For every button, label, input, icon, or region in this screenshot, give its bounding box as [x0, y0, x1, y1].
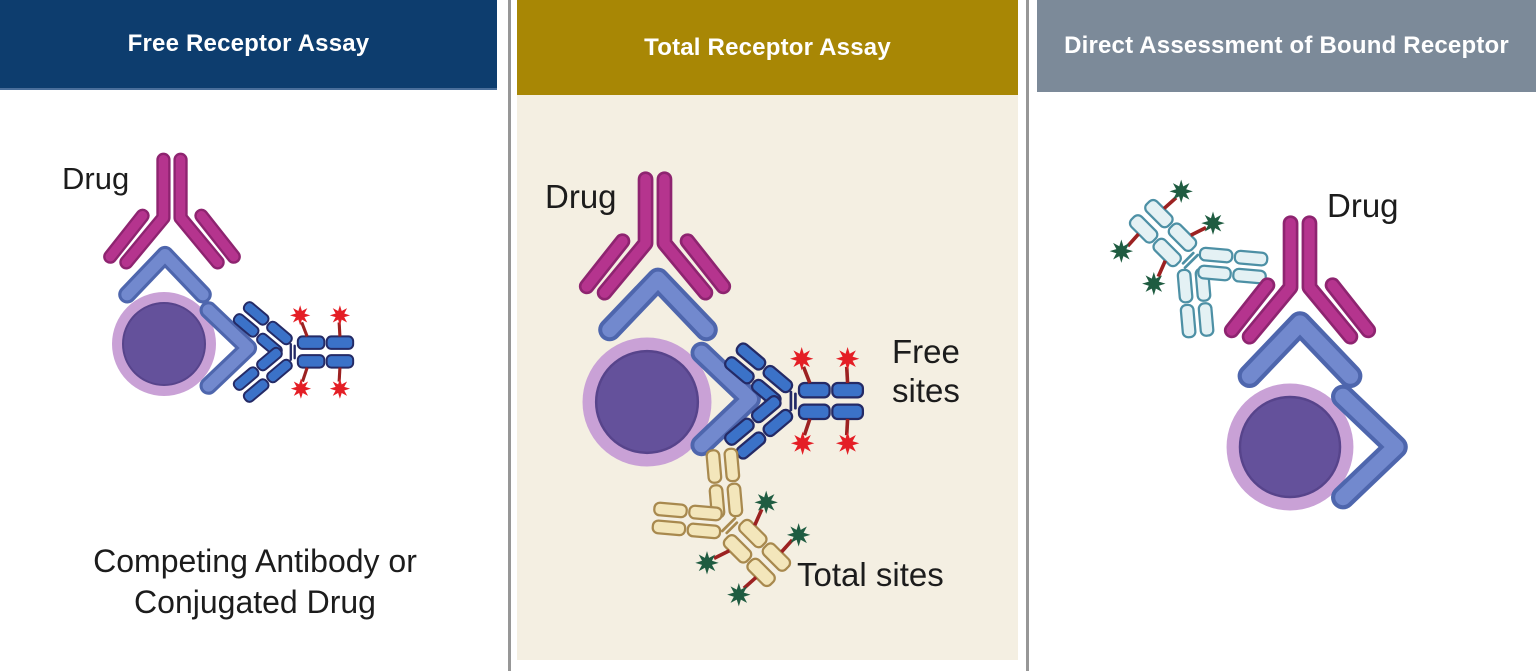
drug-label: Drug	[62, 161, 130, 196]
panel-title: Direct Assessment of Bound Receptor	[1064, 32, 1509, 59]
red-fluorophore-stars-icon	[290, 305, 350, 399]
competing-antibody-caption: Competing Antibody or Conjugated Drug	[93, 543, 417, 620]
green-fluorophore-stars-icon	[1105, 175, 1230, 300]
red-fluorophore-stars-icon	[790, 347, 859, 455]
free-sites-label: Free sites	[892, 333, 960, 409]
panel-header-total-receptor-assay: Total Receptor Assay	[517, 0, 1018, 95]
panel-header-direct-assessment: Direct Assessment of Bound Receptor	[1037, 0, 1536, 92]
panel-divider	[1026, 0, 1029, 671]
free-receptor-illustration	[110, 160, 353, 404]
panel-header-free-receptor-assay: Free Receptor Assay	[0, 0, 497, 90]
panel-title: Free Receptor Assay	[127, 30, 370, 57]
total-receptor-illustration	[583, 179, 863, 618]
drug-label: Drug	[545, 178, 617, 215]
receptor-chevron-icon	[127, 255, 203, 295]
panel-divider	[508, 0, 511, 671]
panel-title: Total Receptor Assay	[644, 33, 891, 61]
drug-label: Drug	[1327, 187, 1399, 224]
total-sites-label: Total sites	[797, 556, 944, 593]
receptor-chevron-icon	[1250, 323, 1351, 376]
